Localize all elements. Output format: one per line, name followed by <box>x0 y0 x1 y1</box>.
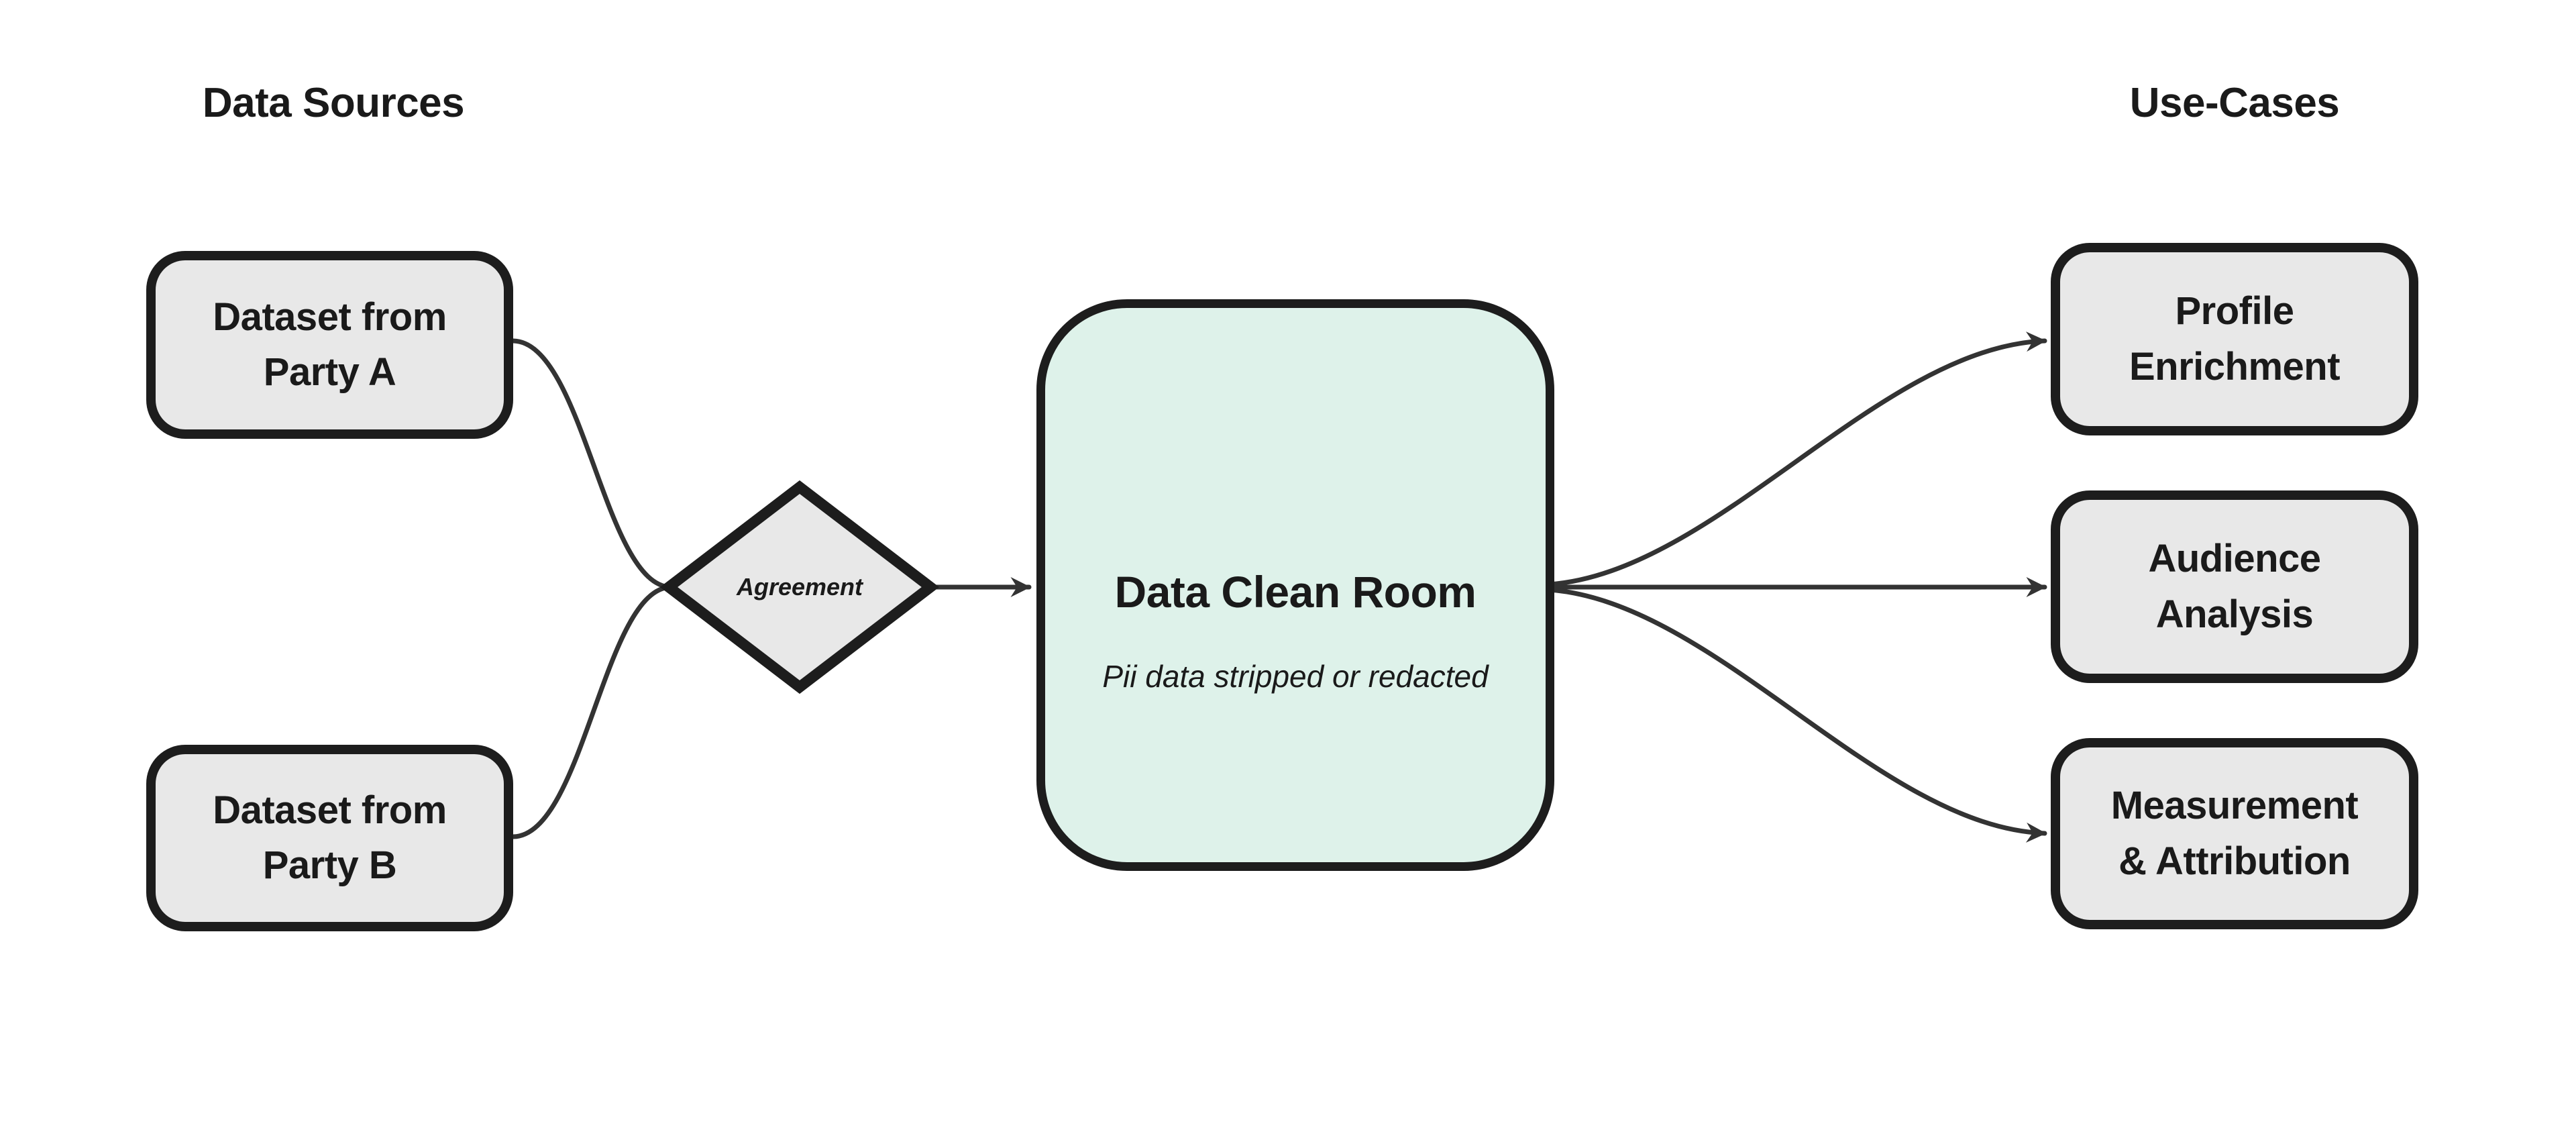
node-label: Measurement & Attribution <box>2110 784 2359 883</box>
agreement-diamond <box>659 480 940 694</box>
node-dataset-party-b: Dataset from Party B <box>146 745 513 931</box>
connector-party-b-to-agreement <box>511 584 674 839</box>
node-label: Dataset from Party B <box>213 788 447 887</box>
node-profile-enrichment: Profile Enrichment <box>2051 243 2418 435</box>
connector-party-a-to-agreement <box>511 338 674 590</box>
node-label: Profile Enrichment <box>2129 289 2341 388</box>
node-measurement-attribution: Measurement & Attribution <box>2051 738 2418 929</box>
node-audience-analysis: Audience Analysis <box>2051 490 2418 683</box>
connector-clean-room-to-measurement-attribution <box>1547 587 2047 843</box>
use-cases-heading: Use-Cases <box>2129 80 2340 126</box>
connector-clean-room-to-profile-enrichment <box>1547 331 2047 587</box>
clean-room-title: Data Clean Room <box>1114 567 1477 617</box>
data-sources-heading: Data Sources <box>202 80 465 126</box>
agreement-label: Agreement <box>736 573 863 601</box>
node-data-clean-room: Data Clean Room Pii data stripped or red… <box>1036 299 1554 871</box>
node-dataset-party-a: Dataset from Party A <box>146 251 513 439</box>
node-label: Dataset from Party A <box>213 295 447 394</box>
node-label: Audience Analysis <box>2148 537 2321 636</box>
clean-room-subtitle: Pii data stripped or redacted <box>1102 659 1489 694</box>
